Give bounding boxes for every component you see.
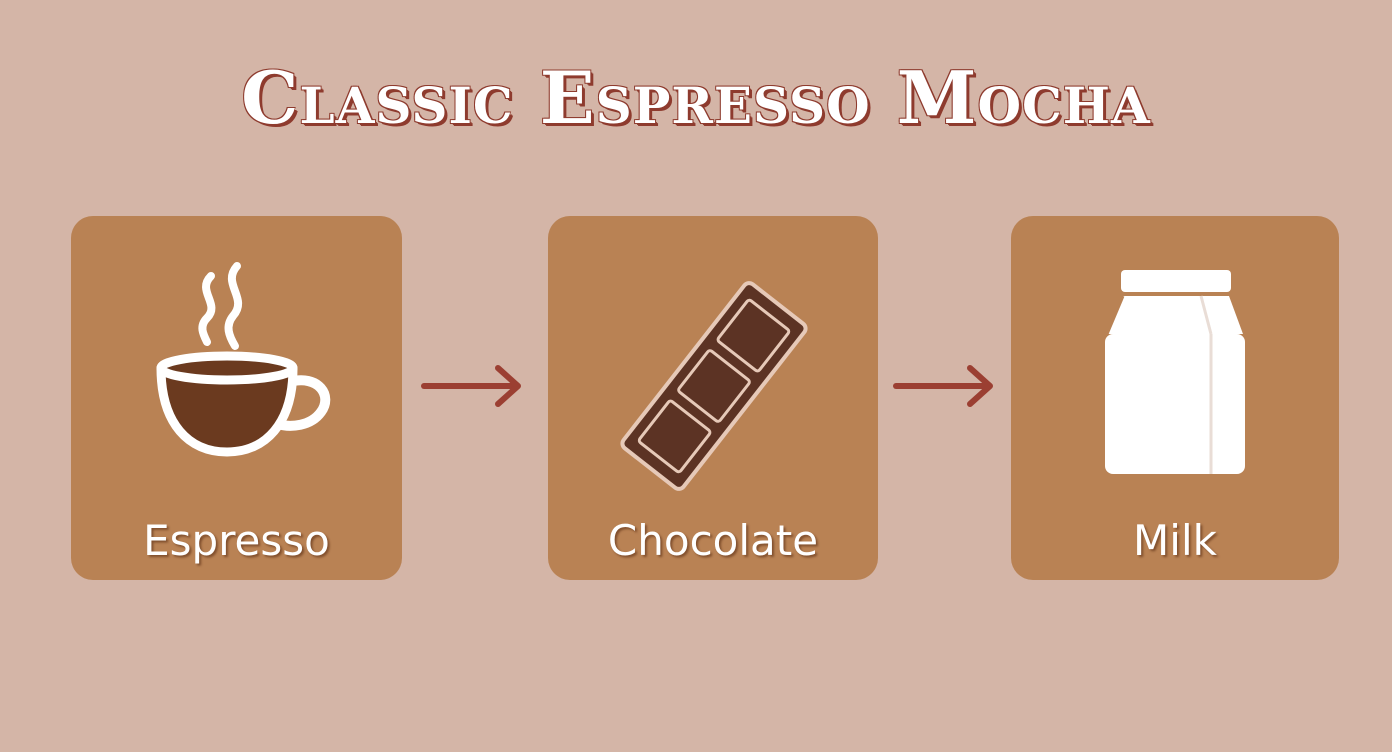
step-card-milk: Milk bbox=[1011, 216, 1339, 580]
step-card-espresso: Espresso bbox=[71, 216, 402, 580]
step-label-chocolate: Chocolate bbox=[607, 516, 819, 565]
milk-carton-icon bbox=[1105, 270, 1245, 474]
arrow-right-icon bbox=[421, 365, 521, 407]
arrow-right-icon bbox=[893, 365, 993, 407]
step-card-chocolate: Chocolate bbox=[548, 216, 878, 580]
page-title: Classic Espresso Mocha bbox=[241, 55, 1151, 140]
step-label-espresso: Espresso bbox=[143, 516, 330, 565]
coffee-cup-icon bbox=[156, 262, 331, 457]
chocolate-bar-icon bbox=[620, 281, 808, 491]
step-label-milk: Milk bbox=[1133, 516, 1217, 565]
